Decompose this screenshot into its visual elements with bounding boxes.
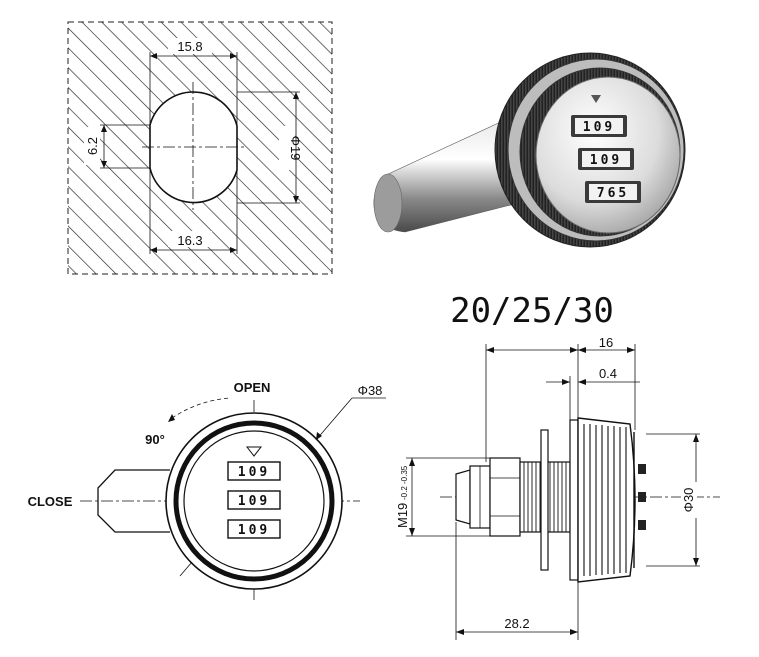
- front-drum-row3: 109: [238, 523, 270, 538]
- cutout-diameter: Φ19: [288, 136, 303, 161]
- dial-body: [577, 417, 636, 583]
- bezel-ring: [173, 420, 335, 582]
- front-view-drawing: 109 109 109 OPEN CLOSE 90° Φ38: [28, 380, 386, 600]
- marker-triangle-icon: [591, 95, 601, 103]
- front-marker-icon: [245, 446, 263, 457]
- front-drum-row1: 109: [238, 465, 270, 480]
- washer-plate: [540, 429, 549, 571]
- cutout-bottom-width: 16.3: [177, 233, 202, 248]
- hex-nut: [489, 457, 521, 537]
- front-diameter: Φ38: [358, 383, 383, 398]
- lock-product-image: 109 109 765: [373, 52, 686, 248]
- angle-label: 90°: [145, 432, 165, 447]
- photo-drum-row2: 109: [590, 153, 622, 168]
- cutout-flat-height: 6.2: [85, 137, 100, 155]
- thread-tolerance: -0.2 -0.35: [400, 465, 409, 500]
- thread-label: M19: [395, 503, 410, 528]
- open-label: OPEN: [234, 380, 271, 395]
- length-dim: 28.2: [504, 616, 529, 631]
- panel-border: [67, 21, 333, 275]
- panel-cutout-drawing: 15.8 16.3 6.2 Φ19: [67, 21, 333, 275]
- sizes-heading: 20/25/30: [450, 291, 614, 331]
- dial-diameter: Φ30: [681, 488, 696, 513]
- side-top-dim: 16: [599, 335, 613, 350]
- cutout-top-width: 15.8: [177, 39, 202, 54]
- front-drum-row2: 109: [238, 494, 270, 509]
- photo-drum-row1: 109: [583, 120, 615, 135]
- photo-drum-row3: 765: [597, 186, 629, 201]
- side-gap-dim: 0.4: [599, 366, 617, 381]
- side-view-drawing: 16 0.4 M19 -0.2 -0.35 Φ30 28.2: [395, 335, 720, 640]
- close-label: CLOSE: [28, 494, 73, 509]
